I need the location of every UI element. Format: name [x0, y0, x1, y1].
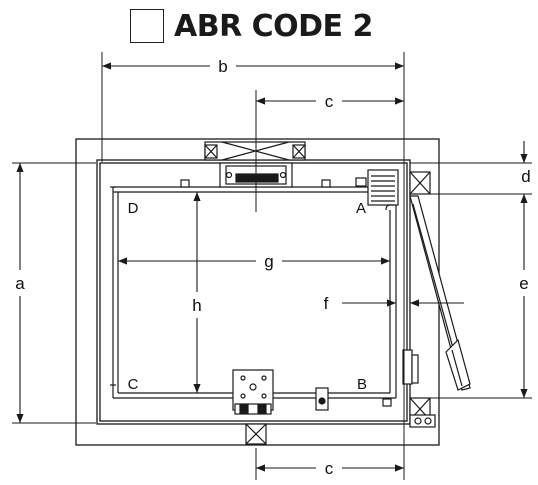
dim-label-f: f: [324, 294, 329, 313]
dim-label-c-top: c: [325, 92, 334, 111]
right-jamb: [402, 171, 436, 428]
title-row: ABR CODE 2: [130, 6, 373, 46]
dimension-arrows: [16, 62, 528, 472]
corner-label-d: D: [128, 200, 139, 217]
dim-label-g: g: [264, 252, 273, 271]
corner-label-b: B: [357, 376, 367, 393]
dim-label-b: b: [218, 57, 227, 76]
dim-label-d: d: [521, 167, 530, 186]
checkbox-empty-icon[interactable]: [130, 9, 164, 43]
inner-panel: [112, 186, 397, 399]
corner-label-c: C: [128, 376, 139, 393]
dim-label-e: e: [519, 274, 528, 293]
open-door: [409, 195, 471, 391]
extension-lines: [12, 52, 532, 480]
corner-a-latch: [355, 169, 399, 211]
corner-label-a: A: [356, 200, 366, 217]
corner-ticks: [110, 186, 116, 386]
dim-label-a: a: [15, 274, 25, 293]
bottom-hinge: [232, 369, 392, 445]
diagram-title: ABR CODE 2: [174, 8, 373, 44]
dim-label-h: h: [192, 296, 201, 315]
dim-label-c-bottom: c: [325, 459, 334, 478]
